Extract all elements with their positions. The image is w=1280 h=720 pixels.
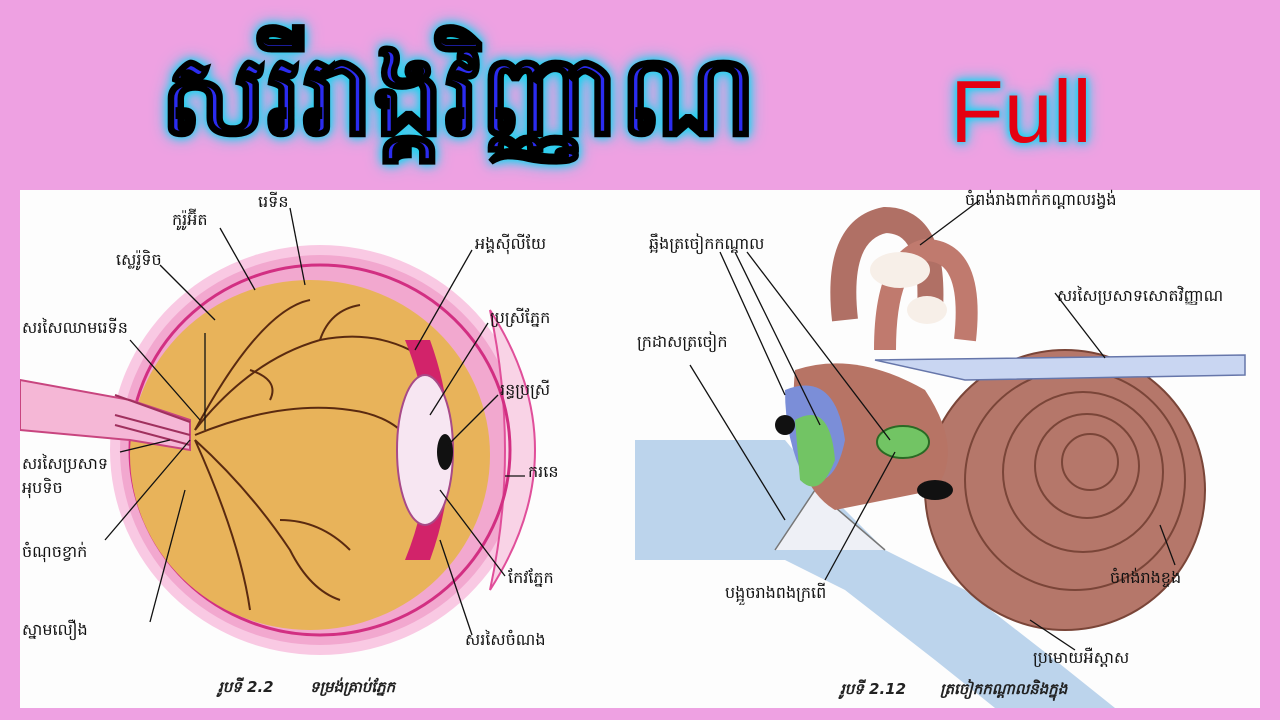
- label-retinal-vessels: សរសៃឈាមរេទីន: [22, 318, 128, 337]
- label-lens: កែវភ្នែក: [508, 568, 554, 587]
- ear-caption-number: រូបទី 2.12: [840, 680, 906, 702]
- canal-hollow-2: [907, 296, 947, 324]
- label-cornea: ករនេ: [528, 462, 558, 481]
- label-fovea: ស្នាមលឿង: [22, 620, 88, 639]
- label-auditory-nerve: សរសៃប្រសាទសោតវិញ្ញាណ: [1057, 286, 1223, 305]
- label-ciliary: អង្គសុីលីយែ: [475, 234, 546, 253]
- label-blind-spot: ចំណុចខ្វាក់: [22, 542, 87, 561]
- ear-diagram-panel: ឆ្អឹងត្រចៀកកណ្តាល ចំពង់រាងពាក់កណ្តាលរង្វ…: [635, 190, 1260, 708]
- oval-opening-shape: [917, 480, 953, 500]
- label-optic-nerve-2: អុបទិច: [22, 478, 63, 497]
- header-banner: សរីរាង្គវិញ្ញាណ Full: [0, 0, 1280, 190]
- full-badge: Full: [950, 68, 1092, 156]
- eye-diagram: [20, 190, 640, 708]
- canal-hollow-1: [870, 252, 930, 288]
- label-choroid: កូរ៉ូអ៊ីត: [172, 210, 208, 229]
- round-window-shape: [775, 415, 795, 435]
- label-cochlea: ចំពង់រាងខ្ចង: [1110, 568, 1181, 587]
- label-eustachian: ប្រមោយអឺស្តាស: [1033, 648, 1129, 667]
- stapes-shape: [877, 426, 929, 458]
- page-title: សរីរាង្គវិញ្ញាណ: [160, 40, 757, 152]
- label-retina: រេទីន: [258, 192, 288, 211]
- label-eardrum: ក្រដាសត្រចៀក: [637, 332, 727, 351]
- eye-caption-number: រូបទី 2.2: [218, 678, 274, 700]
- label-optic-nerve-1: សរសៃប្រសាទ: [22, 454, 108, 473]
- ear-diagram: [635, 190, 1260, 708]
- label-iris: ប្រស្រីភ្នែក: [490, 308, 550, 327]
- label-semicircular: ចំពង់រាងពាក់កណ្តាលរង្វង់: [965, 190, 1117, 209]
- eye-diagram-panel: រេទីន កូរ៉ូអ៊ីត ស្លេរ៉ូទិច សរសៃឈាមរេទីន …: [20, 190, 640, 708]
- pupil-shape: [437, 434, 453, 470]
- label-oval-window: បង្អួចរាងពងក្រពើ: [725, 583, 826, 602]
- label-ossicles: ឆ្អឹងត្រចៀកកណ្តាល: [649, 234, 764, 253]
- label-suspensory: សរសៃចំណង: [465, 630, 545, 649]
- cochlea-shape: [925, 350, 1205, 630]
- auditory-nerve-shape: [875, 355, 1245, 380]
- eye-caption-text: ទម្រង់គ្រាប់ភ្នែក: [310, 678, 395, 700]
- label-sclera: ស្លេរ៉ូទិច: [116, 250, 162, 269]
- ear-caption-text: ត្រចៀកកណ្តាលនិងក្នុង: [940, 680, 1067, 702]
- label-pupil: រន្ធប្រស្រី: [500, 380, 550, 399]
